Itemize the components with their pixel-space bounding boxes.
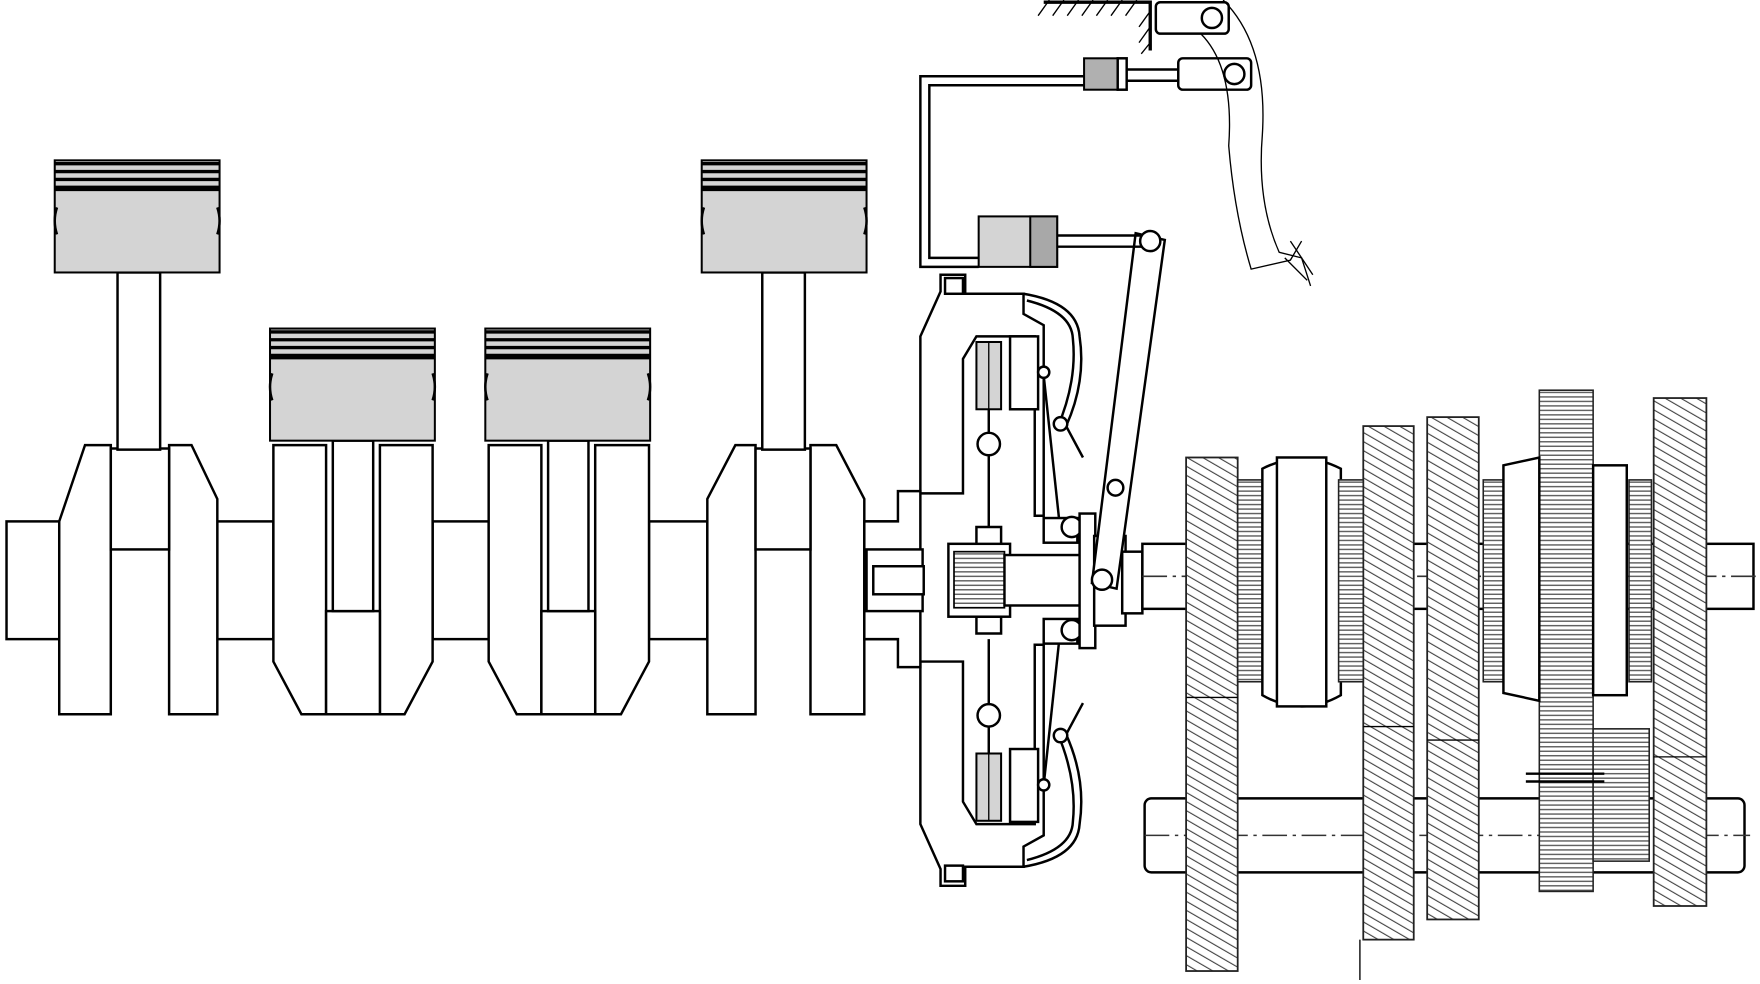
piston-1 (55, 159, 220, 274)
gear (1185, 456, 1239, 972)
piston-2 (270, 327, 435, 442)
release-fork (1090, 229, 1167, 592)
gear (1652, 397, 1708, 907)
synchronizer-1 (1236, 456, 1365, 708)
clutch-assembly (863, 273, 1144, 888)
idler-gear (1525, 728, 1650, 862)
hydraulic-line (919, 75, 1085, 269)
clutch-pedal (1037, 0, 1314, 287)
master-cylinder (1083, 57, 1179, 91)
slave-cylinder (977, 215, 1143, 268)
splined-hub (953, 550, 1006, 609)
gearbox (1141, 389, 1760, 980)
piston-3 (485, 327, 650, 442)
gear (1426, 416, 1480, 921)
friction-disc (947, 340, 1012, 822)
synchronizer-2 (1482, 455, 1653, 703)
reverse-gear (1538, 389, 1594, 893)
diaphragm-spring (1023, 292, 1085, 868)
gear (1362, 425, 1415, 941)
piston-4 (702, 159, 867, 274)
crankshaft (5, 443, 911, 716)
